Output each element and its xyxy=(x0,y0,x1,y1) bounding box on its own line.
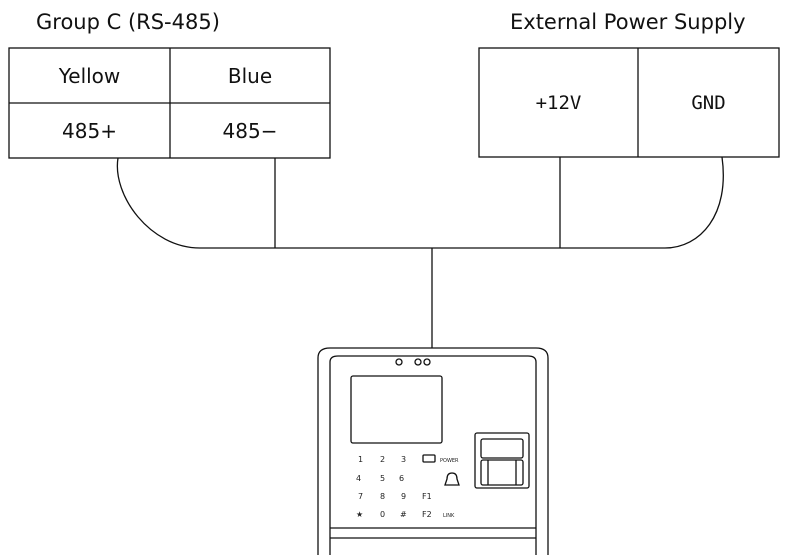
key-1: 1 xyxy=(358,455,363,464)
link-indicator-label: LINK xyxy=(443,513,455,519)
power-supply-title: External Power Supply xyxy=(510,10,746,34)
bus-wire xyxy=(116,156,724,249)
key-star: ★ xyxy=(356,510,363,519)
gnd-cell: GND xyxy=(691,91,726,114)
power-indicator-label: POWER xyxy=(440,458,459,464)
485-plus-cell: 485+ xyxy=(62,118,117,143)
access-terminal-device xyxy=(317,347,549,555)
key-0: 0 xyxy=(380,510,385,519)
key-3: 3 xyxy=(401,455,406,464)
key-8: 8 xyxy=(380,492,385,501)
blue-header: Blue xyxy=(227,64,273,88)
key-hash: # xyxy=(400,510,407,519)
power-table-border xyxy=(478,47,780,158)
key-4: 4 xyxy=(356,474,361,483)
key-f1: F1 xyxy=(422,492,432,501)
key-f2: F2 xyxy=(422,510,432,519)
plus-12v-cell: +12V xyxy=(535,91,582,114)
485-minus-cell: 485− xyxy=(222,118,278,143)
key-2: 2 xyxy=(380,455,385,464)
keypad: 1 2 3 4 5 6 7 8 9 ★ 0 # F1 F2 POWER LINK xyxy=(356,455,459,519)
key-6: 6 xyxy=(399,474,404,483)
key-9: 9 xyxy=(401,492,406,501)
group-c-title: Group C (RS-485) xyxy=(36,10,220,34)
key-5: 5 xyxy=(380,474,385,483)
key-7: 7 xyxy=(358,492,363,501)
yellow-header: Yellow xyxy=(58,64,121,88)
